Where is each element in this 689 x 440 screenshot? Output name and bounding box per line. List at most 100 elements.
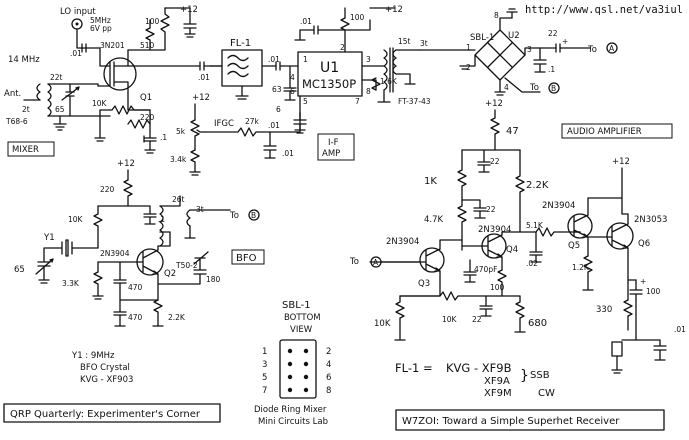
fl1-note-line2: XF9A [484,376,510,387]
q3-part: 2N3904 [386,237,419,247]
bfo-box-label: BFO [236,253,257,264]
u1-pin-7: 7 [355,97,360,106]
c-out-coupling: .01 [198,73,210,82]
xfmr-type: FT-37-43 [398,97,431,106]
c-bfo-180: 180 [206,275,221,284]
fl1-label: FL-1 [230,38,251,49]
product-detector: SBL-1 U2 8 1 3 4 2 To B 22 + .1 To A [419,8,618,96]
q2-label: Q2 [164,269,176,279]
lo-level-label: 6V pp [90,24,112,33]
r-bfo-33k: 3.3K [62,279,80,288]
audio-to-label: To [349,257,359,267]
lo-input-label: LO input [60,7,96,17]
u1-pin-2: 2 [340,43,345,52]
r-22k: 2.2K [526,180,549,191]
u2-label: U2 [508,31,520,41]
to-b-label: To [529,83,539,93]
pinout-caption-1: Diode Ring Mixer [254,405,327,415]
r-63: 63 [272,85,282,94]
c-22-c: 22 [472,315,482,324]
sbl-pin-8: 8 [494,11,499,20]
to-a-marker [606,42,618,54]
u1-pin-8: 8 [366,87,371,96]
q6-label: Q6 [638,239,650,249]
audio-amp-box [561,123,673,139]
r-51k: 5.1K [526,221,544,230]
q5-part: 2N3904 [542,201,575,211]
c-u1-bypass: .01 [268,121,280,130]
xtal-note-3: KVG - XF903 [80,375,133,385]
r-100-q4: 100 [490,283,505,292]
c-100: 100 [646,287,661,296]
audio-plus12b: +12 [612,157,630,167]
xtal-note-2: BFO Crystal [80,363,130,373]
audio-amplifier-section: AUDIO AMPLIFIER +12 47 22 1K 2.2K 22 4.7… [349,99,686,374]
if-amp-box-line1: I-F [328,138,339,148]
xtal-note-1: Y1 : 9MHz [71,351,115,361]
xtal-label: Y1 [43,233,55,243]
q3-transistor-symbol [419,247,445,273]
c-22-b: 22 [486,205,496,214]
sbl-pin-1: 1 [466,43,471,52]
l-2t: 2t [22,105,30,114]
u1-plus12: +12 [385,5,403,15]
t68-22t: 22t [50,73,63,82]
r-330: 330 [596,305,612,315]
pin-right-2: 2 [326,347,331,357]
pot-5k: 5k [176,127,186,136]
c-01-out: .01 [674,325,686,334]
fl1-note-line1: KVG - XF9B [446,361,512,375]
to-b-letter: B [551,84,556,93]
r-47k: 4.7K [424,215,444,225]
fl1-note: FL-1 = KVG - XF9B XF9A XF9M } SSB CW [395,361,555,399]
r-1k: 1K [424,176,437,187]
plus-sign-22: + [562,37,568,46]
bfo-t50: T50-2 [175,261,198,270]
source-url: http://www.qsl.net/va3iul [525,4,683,16]
r-bfo-10k: 10K [68,215,84,224]
rf-freq-label: 14 MHz [8,55,40,65]
xfmr-15t: 15t [398,37,411,46]
q5-label: Q5 [568,241,580,251]
pin-left-7: 7 [262,386,267,396]
to-a-letter: A [609,44,615,53]
fl1-note-ssb: SSB [530,370,550,381]
c-bfo-1: .1 [158,215,165,224]
footer-right-box [395,409,665,431]
to-b-marker [548,82,560,94]
c-lo-coupling: .01 [70,49,82,58]
r-47: 47 [506,126,519,137]
mixer-plus12: +12 [180,5,198,15]
c-6: 6 [276,105,281,114]
q5-transistor-symbol [567,213,593,239]
u1-pin-3: 3 [366,55,371,64]
r-27k: 27k [245,117,260,126]
speaker-jack-icon [611,341,623,357]
footer-left-box [3,403,221,423]
c-22-a: 22 [490,157,500,166]
footer-right-text: W7ZOI: Toward a Simple Superhet Receiver [402,416,620,427]
pin-right-6: 6 [326,373,331,383]
mixer-box [7,141,55,157]
if-section: FL-1 .01 U1 MC1350P 1 2 3 4 5 6 7 8 63 6… [170,5,431,176]
ifgc-label: IFGC [214,119,234,129]
c-tune-65: 65 [55,105,65,114]
lo-freq-label: 5MHz [90,16,111,25]
mixer-section: LO input 5MHz 6V pp .01 3N201 Q1 100 +12… [4,5,223,157]
c-470pf: 470pF [474,265,497,274]
pinout-title-2: BOTTOM [284,313,321,323]
u1-label: U1 [320,60,339,76]
c-source-1: .1 [160,133,167,142]
r-bfo-22k: 2.2K [168,313,186,322]
r-680: 680 [528,318,547,329]
sbl1-package [279,339,317,399]
if-amp-box [317,133,355,161]
fl1-note-line3: XF9M [484,388,512,399]
r-16k: 1.6K [380,77,398,86]
bfo-section: +12 220 .1 10K 26t 3t T50-2 To B Y1 65 2… [14,159,265,385]
r-510: 510 [140,41,155,50]
if-amp-box-line2: AMP [322,149,340,159]
u1-ic [297,51,363,97]
u1-pin-5: 5 [303,97,308,106]
